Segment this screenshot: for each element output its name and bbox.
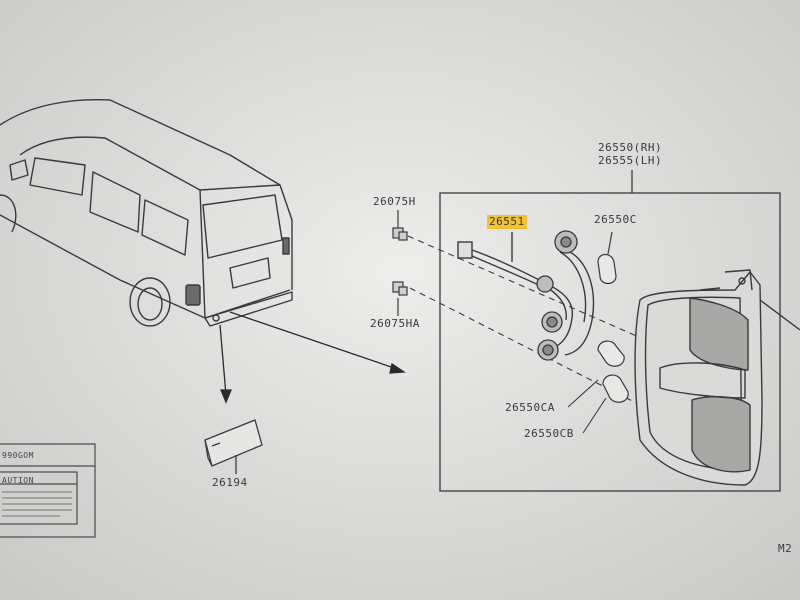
panel-caution-label: AUTION [2,476,34,485]
side-marker-label: 26194 [212,476,248,489]
tail-lamp-housing [634,269,800,486]
clip-upper-label: 26075H [373,195,416,208]
bulb-top [597,231,617,285]
van-illustration [0,98,293,327]
clip-lower [392,281,408,316]
side-marker-lamp [204,419,263,474]
bulb-ca-label: 26550CA [505,401,555,414]
panel-code-label: 990GOM [2,451,34,460]
assembly-box [439,170,781,492]
caution-panel [0,443,96,538]
harness-label: 26551 [487,215,527,229]
bulb-cb-label: 26550CB [524,427,574,440]
clip-upper [392,210,408,241]
bulb-cb [602,374,629,403]
assembly-lh-label: 26555(LH) [598,154,663,167]
page-code-label: M2 [778,542,793,555]
assembly-rh-label: 26550(RH) [598,141,663,154]
bulb-top-label: 26550C [594,213,637,226]
clip-lower-label: 26075HA [370,317,420,330]
bulb-ca [597,340,625,367]
bulb-sockets [536,230,578,361]
